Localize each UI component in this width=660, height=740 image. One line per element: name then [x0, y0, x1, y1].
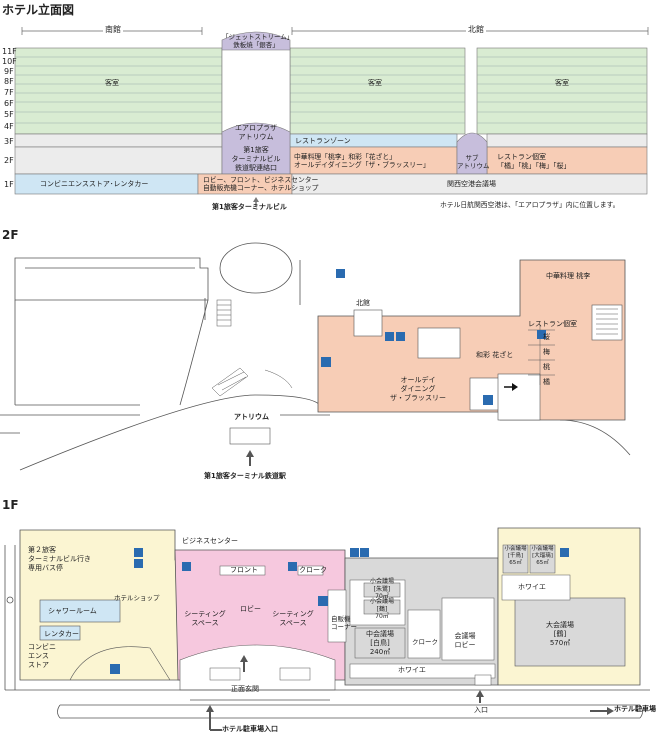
floor-6f: 6F [4, 99, 14, 108]
seating-left-label: シーティング スペース [184, 610, 226, 627]
elevation-title: ホテル立面図 [2, 3, 75, 17]
main-entrance-label: 正面玄関 [231, 685, 259, 693]
guest-room-north2-label: 客室 [555, 79, 569, 87]
plan-2f-map [0, 242, 631, 471]
vending-label: 自販機 コーナー [331, 615, 357, 632]
floor-1f: 1F [4, 180, 14, 189]
north-wing-label: 北館 [466, 25, 486, 35]
lobby-label: ロビー [240, 605, 261, 613]
room-ume: 梅 [543, 348, 550, 356]
floor-3f: 3F [4, 137, 14, 146]
private-room-2f-label: レストラン個室 [528, 320, 577, 328]
entrance-label: 入口 [474, 706, 488, 714]
terminal-connection-label: 第1旅客 ターミナルビル 鉄道駅連絡口 [231, 146, 281, 172]
plan-1f-title: 1F [2, 498, 19, 512]
shower-room-label: シャワールーム [48, 607, 97, 615]
restaurant-zone-label: レストランゾーン [295, 137, 351, 145]
large-hall-label: 大会議場 [鶴] 570㎡ [546, 621, 574, 647]
small-hall-2-label: 小会議場 [鶴] 70㎡ [369, 598, 394, 620]
guest-room-south-label: 客室 [105, 79, 119, 87]
floor-10f: 10F [2, 57, 17, 66]
plan-2f-title: 2F [2, 228, 19, 242]
business-center-label: ビジネスセンター [182, 537, 238, 545]
floor-11f: 11F [2, 47, 17, 56]
private-rooms-label: レストラン個室 「橘」「桃」「梅」「桜」 [497, 153, 571, 170]
washoku-label: 和彩 花ざと [476, 351, 514, 359]
parking-entrance-label: ホテル駐車場入口 [222, 725, 278, 733]
foyer-upper-label: ホワイエ [518, 583, 546, 591]
station-label: 第1旅客ターミナル鉄道駅 [204, 472, 286, 480]
floor-2f: 2F [4, 156, 14, 165]
front-desk-label: フロント [230, 566, 258, 574]
convenience-1f-label: コンビニ エンス ストア [28, 643, 56, 669]
foyer-label: ホワイエ [398, 666, 426, 674]
conf-lobby-label: 会議場 ロビー [454, 632, 476, 649]
floor-9f: 9F [4, 67, 14, 76]
rent-a-car-label: レンタカー [44, 630, 79, 638]
lobby-services-label: ロビー、フロント、ビジネスセンター 自動販売機コーナー、ホテルショップ [203, 176, 319, 193]
floor-4f: 4F [4, 122, 14, 131]
convention-hall-label: 関西空港会議場 [447, 180, 496, 188]
chinese-restaurant-label: 中華料理 桃李 [546, 272, 591, 280]
room-sakura: 桜 [543, 333, 550, 341]
guest-room-north-label: 客室 [368, 79, 382, 87]
floor-7f: 7F [4, 88, 14, 97]
room-momo: 桃 [543, 363, 550, 371]
elevation-diagram [14, 27, 649, 206]
cloak2-label: クローク [412, 638, 438, 646]
small-hall-1-label: 小会議場 [朱鷺] 70㎡ [369, 578, 394, 600]
convenience-store-label: コンビニエンスストア･レンタカー [40, 180, 149, 188]
seating-right-label: シーティング スペース [272, 610, 314, 627]
small-hall-4-label: 小会議場 [大瑠璃] 65㎡ [531, 546, 554, 566]
north-wing-2f-label: 北館 [356, 299, 370, 307]
location-note: ホテル日航関西空港は、「エアロプラザ」内に位置します。 [440, 201, 620, 209]
small-hall-3-label: 小会議場 [千鳥] 65㎡ [504, 546, 527, 566]
floor-8f: 8F [4, 77, 14, 86]
restaurants-2f-label: 中華料理「桃李」和彩「花ざと」 オールデイダイニング「ザ・ブラッスリー」 [294, 153, 430, 170]
aeroplaza-atrium-label: エアロプラザ アトリウム [235, 124, 277, 141]
sub-atrium-label: サブ アトリウム [457, 154, 490, 171]
mid-hall-label: 中会議場 [白鳥] 240㎡ [366, 630, 394, 656]
atrium-2f-label: アトリウム [234, 413, 269, 421]
room-tachibana: 橘 [543, 378, 550, 386]
bus-stop-label: 第２旅客 ターミナルビル行き 専用バス停 [28, 546, 91, 572]
terminal-building-label: 第1旅客ターミナルビル [212, 203, 287, 211]
hotel-shop-label: ホテルショップ [114, 594, 160, 602]
cloak-label: クローク [299, 566, 327, 574]
floor-5f: 5F [4, 110, 14, 119]
rooftop-restaurant-label: 「ジェットストリーム」 鉄板焼「銀杏」 [222, 33, 294, 50]
all-day-dining-label: オールデイ ダイニング ザ・ブラッスリー [390, 376, 446, 402]
south-wing-label: 南館 [103, 25, 123, 35]
hotel-parking-label: ホテル駐車場 [614, 705, 656, 713]
